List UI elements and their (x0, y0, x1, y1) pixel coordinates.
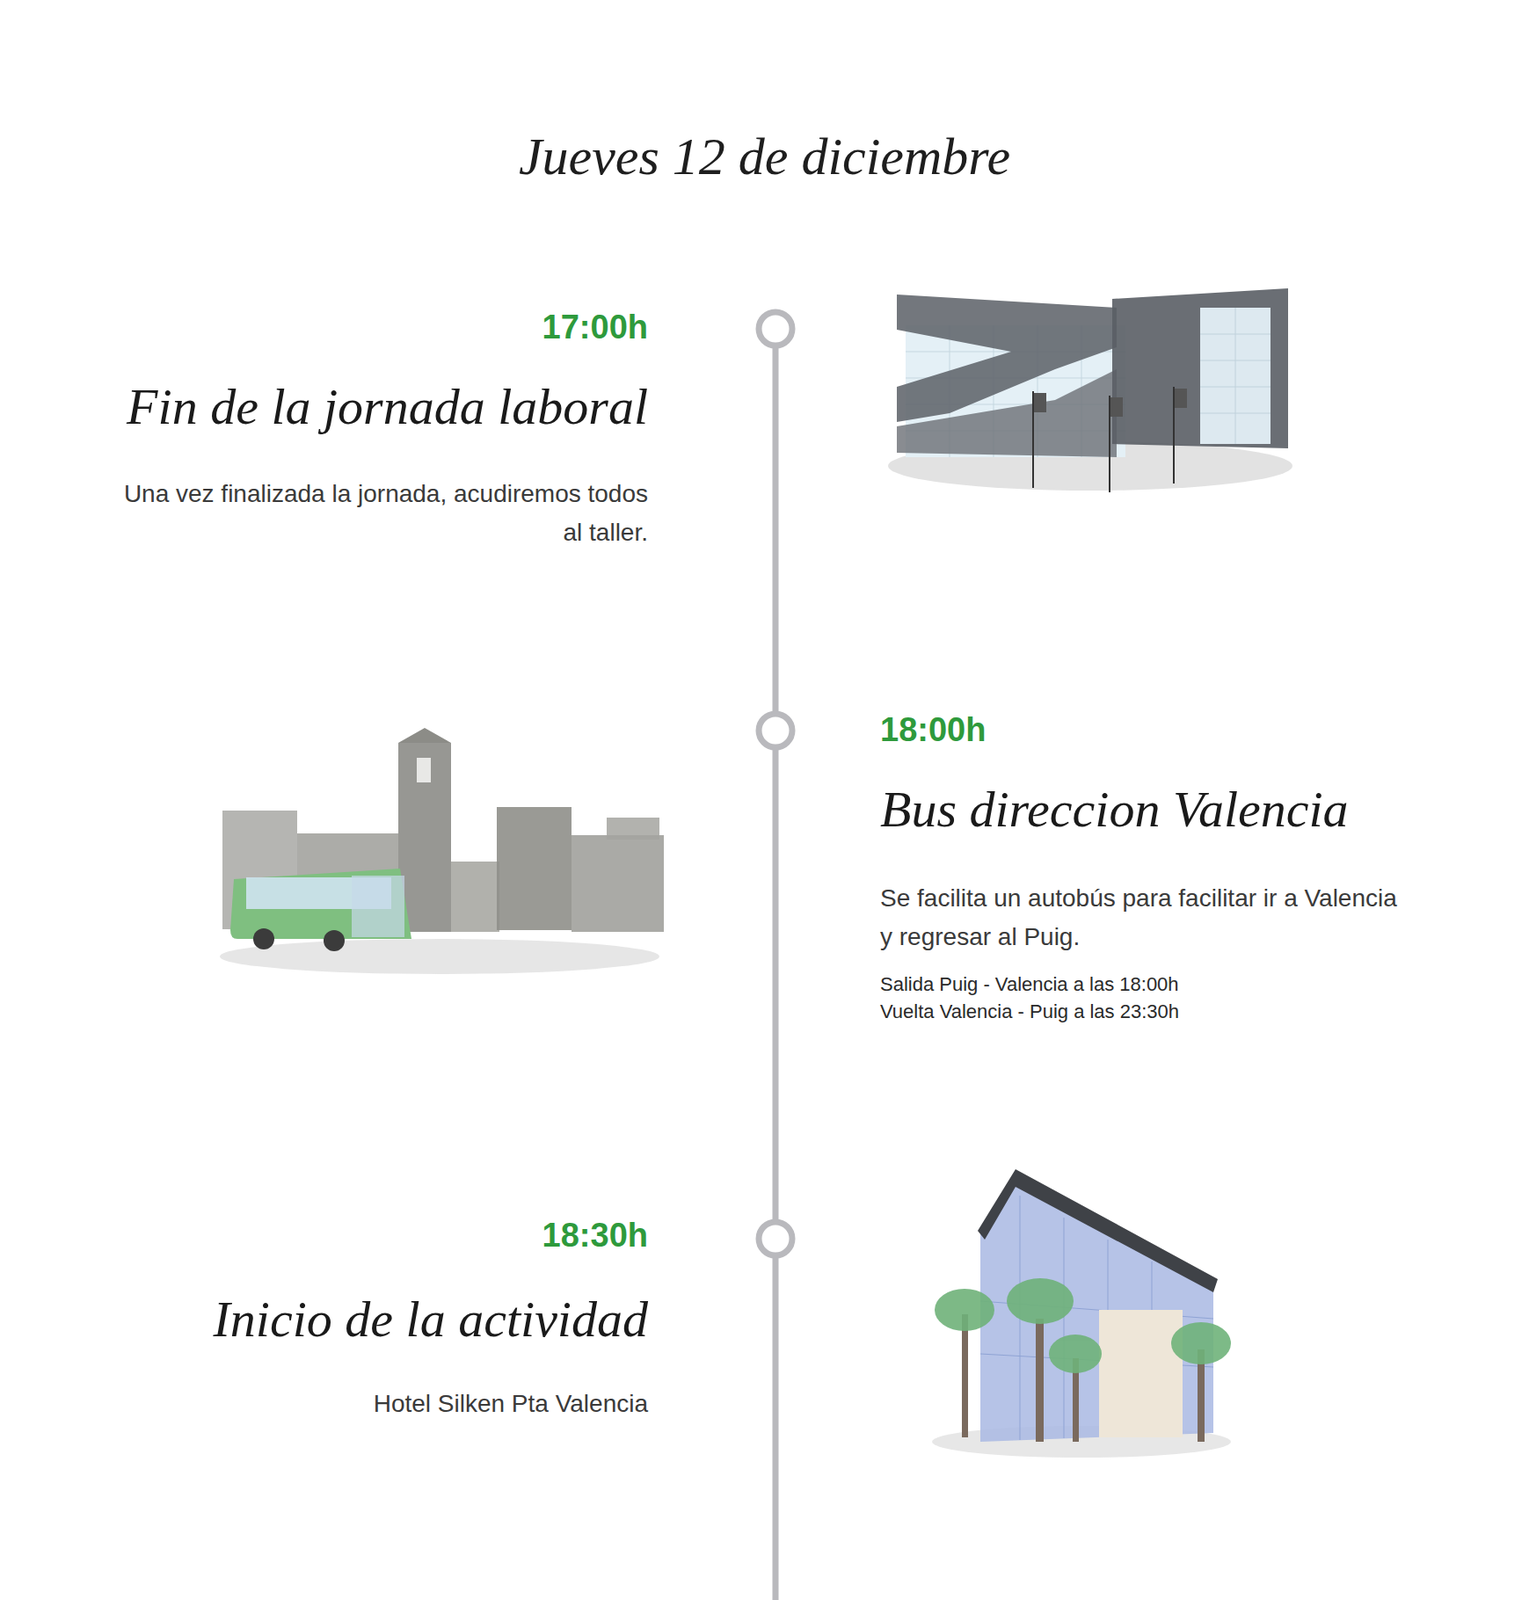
time-label: 18:00h (880, 711, 1408, 750)
page-title: Jueves 12 de diciembre (0, 126, 1529, 188)
timeline-dot (758, 1222, 793, 1256)
timeline-dot (758, 312, 793, 346)
event-description: Se facilita un autobús para facilitar ir… (880, 879, 1408, 957)
time-label: 17:00h (102, 308, 649, 347)
event-title: Bus direccion Valencia (880, 779, 1479, 839)
schedule-note: Salida Puig - Valencia a las 18:00h (880, 971, 1408, 998)
castle-with-bus (219, 728, 664, 975)
office-building (888, 288, 1293, 493)
bus (230, 868, 412, 952)
schedule-note: Vuelta Valencia - Puig a las 23:30h (880, 998, 1408, 1026)
timeline-dot (758, 713, 793, 748)
event-description: Hotel Silken Pta Valencia (102, 1384, 649, 1424)
event-description: Una vez finalizada la jornada, acudiremo… (102, 474, 649, 553)
hotel-building (931, 1169, 1231, 1458)
event-title: Inicio de la actividad (67, 1289, 649, 1349)
timeline-line (772, 312, 780, 1600)
time-label: 18:30h (102, 1216, 649, 1255)
event-title: Fin de la jornada laboral (67, 377, 649, 437)
